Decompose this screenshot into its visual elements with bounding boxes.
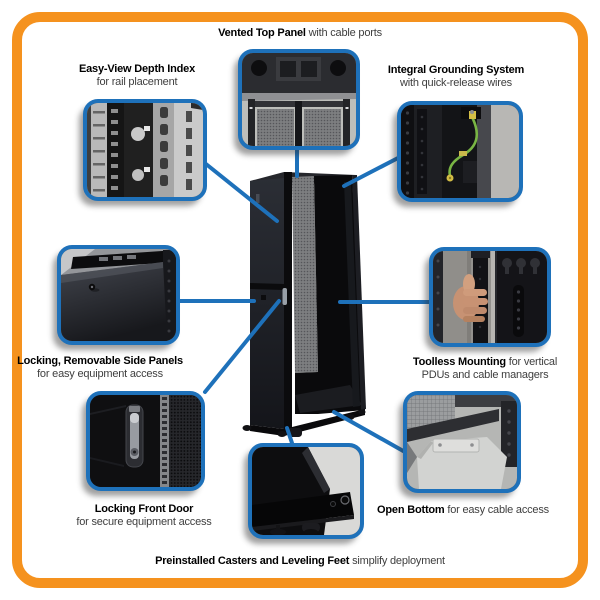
feature-label-depth-index: Easy-View Depth Index for rail placement — [37, 63, 237, 89]
feature-label-casters: Preinstalled Casters and Leveling Feet s… — [100, 555, 500, 568]
connector-line-open-bottom — [332, 410, 407, 454]
feature-label-toolless: Toolless Mounting for vertical PDUs and … — [385, 356, 585, 382]
vented-top-desc: with cable ports — [305, 27, 382, 39]
connector-line-front-door — [203, 299, 281, 394]
depth-index-title: Easy-View Depth Index — [78, 63, 196, 75]
vented-top-panel-photo — [242, 53, 356, 146]
side-panels-title: Locking, Removable Side Panels — [17, 355, 183, 367]
grounding-wire-photo — [401, 105, 519, 198]
side-panel-photo — [61, 249, 176, 341]
toolless-desc-line2: PDUs and cable managers — [421, 369, 549, 381]
front-door-title: Locking Front Door — [94, 503, 194, 515]
depth-index-rails-photo — [87, 103, 203, 197]
connector-line-casters — [285, 426, 294, 445]
callout-front-door — [86, 391, 205, 491]
feature-label-side-panels: Locking, Removable Side Panels for easy … — [0, 355, 200, 381]
callout-side-panels — [57, 245, 180, 345]
feature-label-vented-top: Vented Top Panel with cable ports — [100, 27, 500, 40]
front-door-desc: for secure equipment access — [76, 516, 212, 528]
callout-vented-top — [238, 49, 360, 150]
feature-label-grounding: Integral Grounding System with quick-rel… — [356, 64, 556, 90]
rack-cabinet-photo — [242, 172, 366, 437]
toolless-title: Toolless Mounting — [412, 356, 506, 368]
connector-line-depth-index — [199, 158, 279, 223]
front-door-lock-photo — [90, 395, 201, 487]
vented-top-title: Vented Top Panel — [218, 27, 306, 39]
feature-label-front-door: Locking Front Door for secure equipment … — [44, 503, 244, 529]
callout-toolless — [429, 247, 551, 347]
grounding-title: Integral Grounding System — [387, 64, 525, 76]
depth-index-desc: for rail placement — [96, 76, 178, 88]
connector-line-grounding — [342, 156, 400, 188]
callout-open-bottom — [403, 391, 521, 493]
callout-connector-lines — [178, 148, 431, 454]
grounding-desc: with quick-release wires — [400, 77, 512, 89]
casters-desc: simplify deployment — [349, 555, 445, 567]
open-bottom-title: Open Bottom — [377, 504, 445, 516]
callout-casters — [248, 443, 364, 539]
toolless-desc-line1: for vertical — [505, 356, 558, 368]
casters-title: Preinstalled Casters and Leveling Feet — [155, 555, 350, 567]
casters-leveling-feet-photo — [252, 447, 360, 535]
side-panels-desc: for easy equipment access — [37, 368, 163, 380]
toolless-mounting-photo — [433, 251, 547, 343]
open-bottom-desc: for easy cable access — [444, 504, 549, 516]
callout-grounding — [397, 101, 523, 202]
orange-frame-border — [12, 12, 588, 588]
feature-label-open-bottom: Open Bottom for easy cable access — [313, 504, 600, 517]
open-bottom-floor-photo — [407, 395, 517, 489]
callout-depth-index — [83, 99, 207, 201]
